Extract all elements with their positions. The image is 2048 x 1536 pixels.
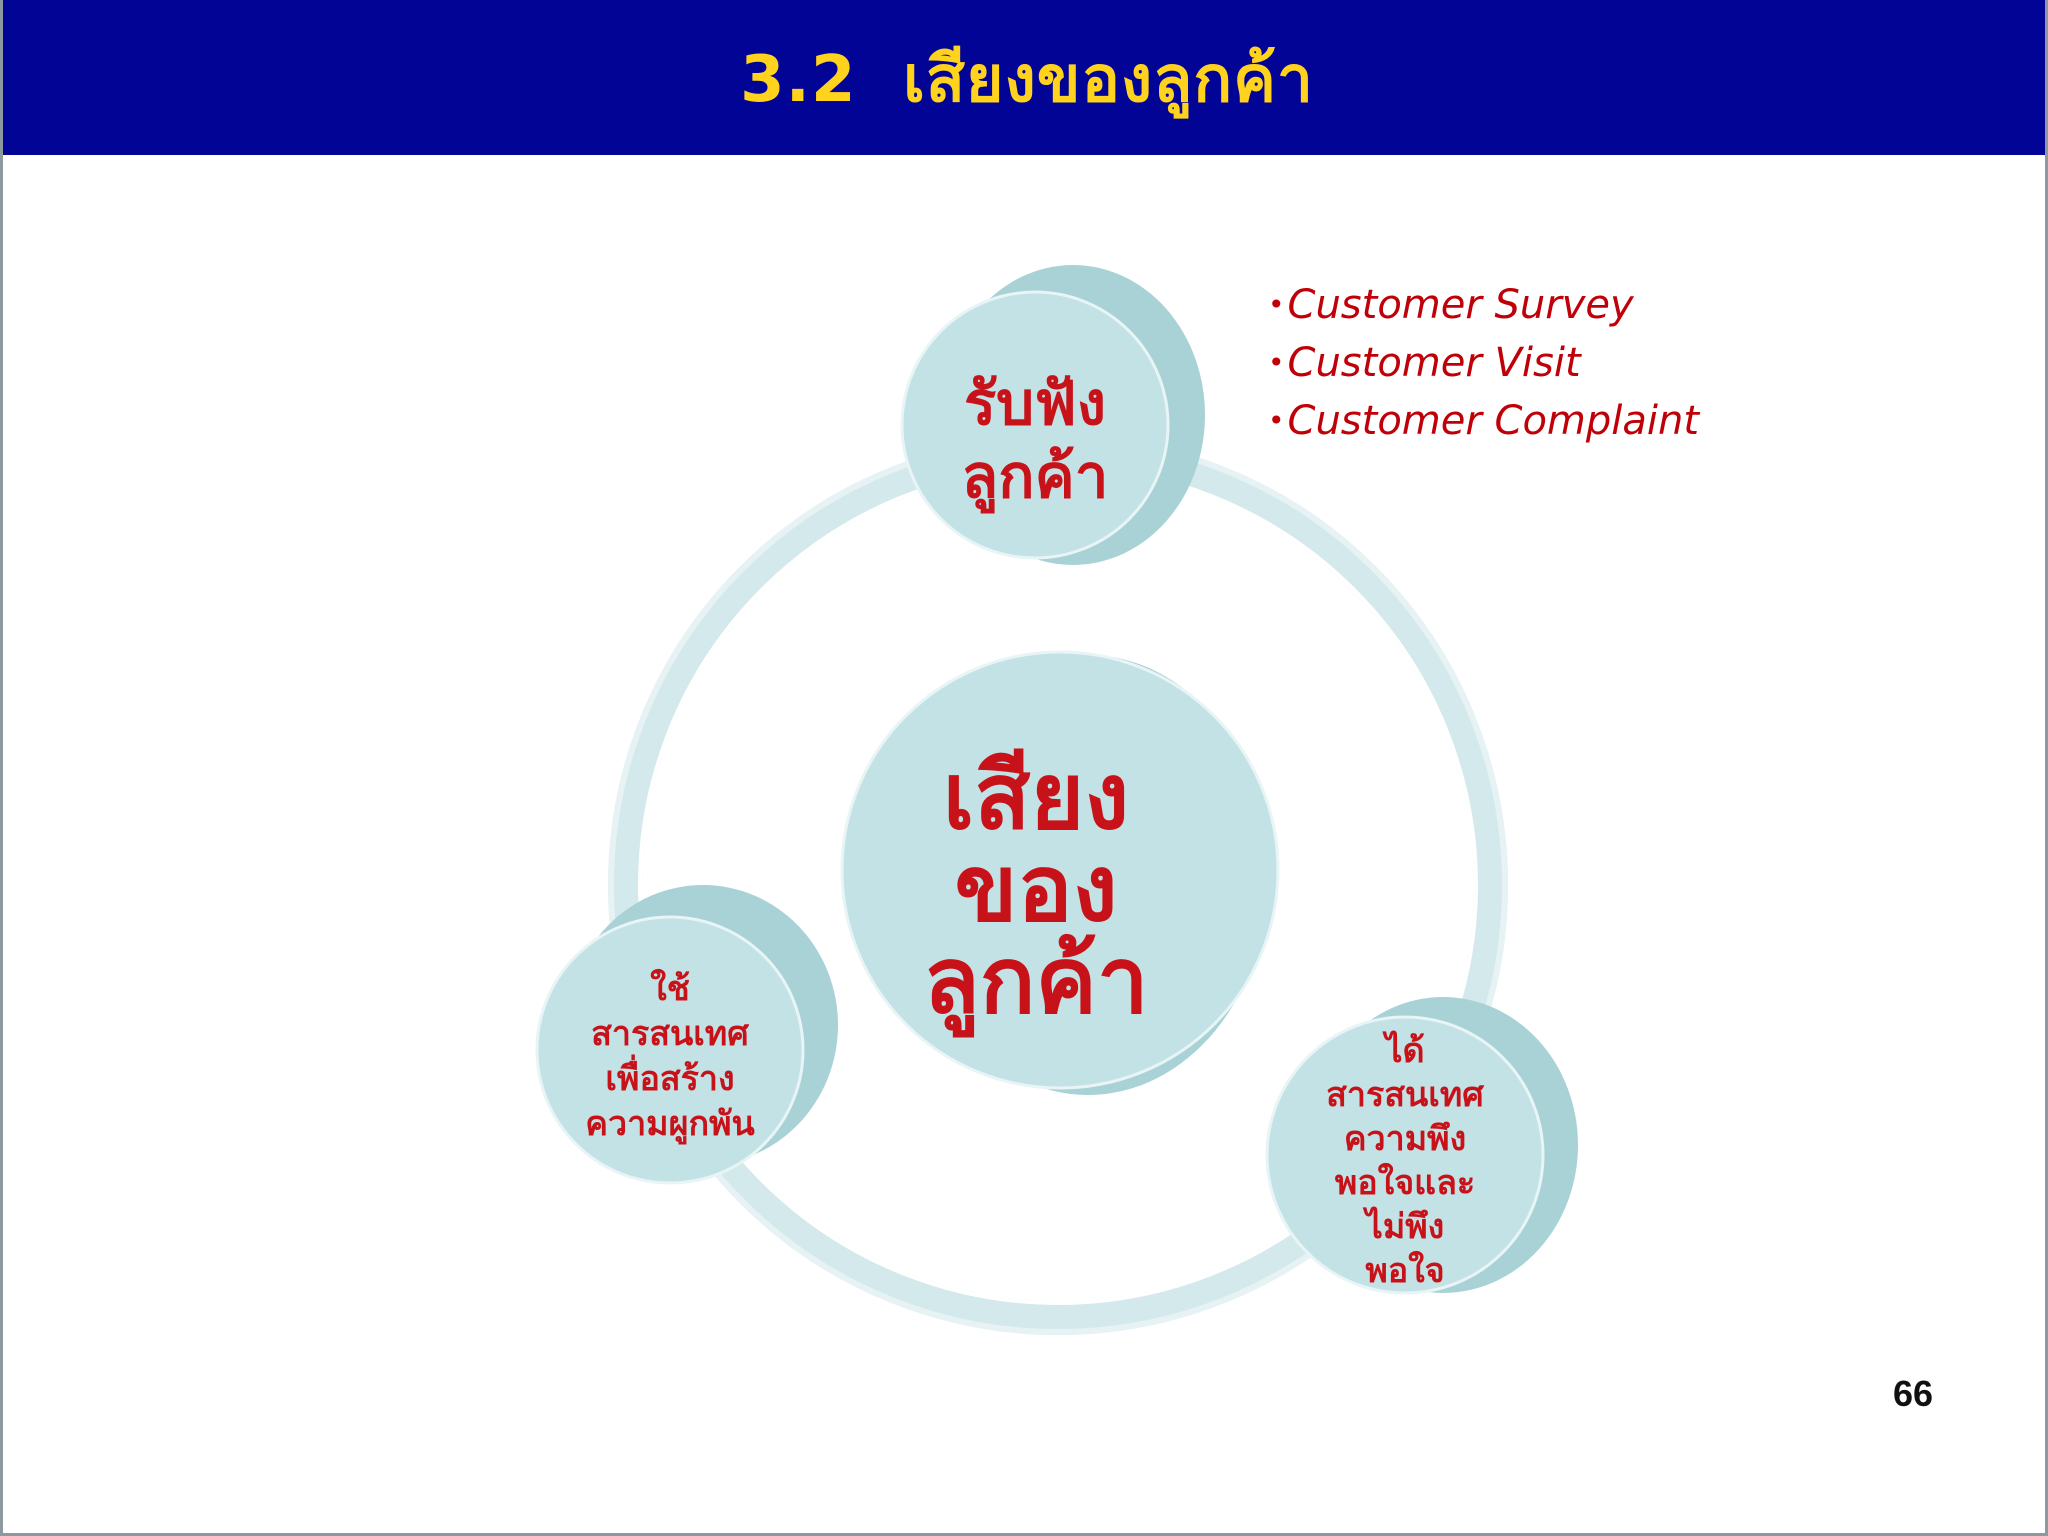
bubble-use-information-build-engagement: ใช้ สารสนเทศ เพื่อสร้าง ความผูกพัน bbox=[535, 885, 838, 1185]
right-bubble-line-1: ได้ bbox=[1382, 1030, 1424, 1071]
list-item: •Customer Visit bbox=[1268, 336, 1699, 394]
right-bubble-line-5: ไม่พึง bbox=[1363, 1206, 1445, 1247]
left-bubble-line-2: สารสนเทศ bbox=[591, 1014, 749, 1054]
list-item: •Customer Survey bbox=[1268, 278, 1699, 336]
bubble-get-satisfaction-information: ได้ สารสนเทศ ความพึง พอใจและ ไม่พึง พอใจ bbox=[1265, 997, 1578, 1295]
center-bubble: เสียง ของ ลูกค้า bbox=[840, 650, 1280, 1095]
bullet-icon: • bbox=[1268, 288, 1285, 321]
right-bubble-line-6: พอใจ bbox=[1365, 1250, 1444, 1291]
list-item-label: Customer Complaint bbox=[1287, 398, 1700, 444]
bubble-listen-to-customer: รับฟัง ลูกค้า bbox=[900, 265, 1205, 565]
center-label-line-3: ลูกค้า bbox=[923, 927, 1148, 1038]
right-bubble-line-2: สารสนเทศ bbox=[1326, 1075, 1484, 1115]
right-bubble-line-4: พอใจและ bbox=[1335, 1162, 1475, 1203]
bullet-icon: • bbox=[1268, 404, 1285, 437]
left-bubble-line-4: ความผูกพัน bbox=[585, 1104, 755, 1145]
top-bubble-line-2: ลูกค้า bbox=[962, 442, 1109, 514]
right-bubble-line-3: ความพึง bbox=[1344, 1119, 1466, 1159]
center-label-line-2: ของ bbox=[954, 835, 1117, 942]
list-item: •Customer Complaint bbox=[1268, 394, 1699, 452]
top-bubble-line-1: รับฟัง bbox=[964, 369, 1106, 439]
list-item-label: Customer Survey bbox=[1287, 282, 1634, 328]
bullet-icon: • bbox=[1268, 346, 1285, 379]
center-label-line-1: เสียง bbox=[943, 743, 1129, 850]
slide-title: 3.2 เสียงของลูกค้า bbox=[740, 43, 1314, 117]
listening-methods-list: •Customer Survey •Customer Visit •Custom… bbox=[1268, 278, 1699, 452]
list-item-label: Customer Visit bbox=[1287, 340, 1581, 386]
voice-of-customer-cycle-diagram: เสียง ของ ลูกค้า รับฟัง ลูกค้า ใช้ สารสน… bbox=[535, 265, 1578, 1335]
page-number: 66 bbox=[1892, 1373, 1933, 1414]
title-bar: 3.2 เสียงของลูกค้า bbox=[3, 0, 2045, 155]
left-bubble-line-1: ใช้ bbox=[650, 968, 690, 1009]
left-bubble-line-3: เพื่อสร้าง bbox=[605, 1054, 734, 1099]
